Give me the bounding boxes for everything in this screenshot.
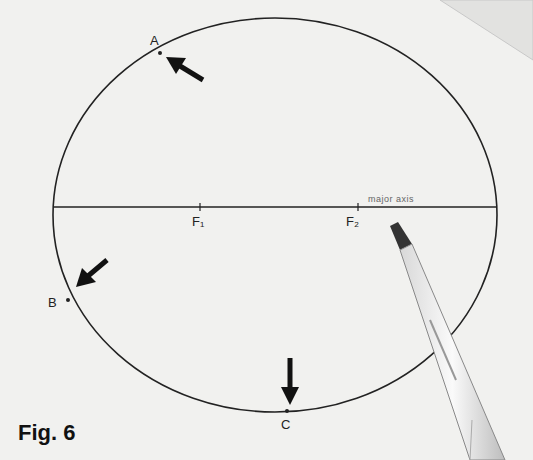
ruler-edge xyxy=(440,0,533,60)
focus-tick xyxy=(199,203,200,211)
point-label: C xyxy=(281,418,290,431)
point-label: A xyxy=(150,34,159,47)
focus-label: F₂ xyxy=(346,215,359,228)
focus-label: F₁ xyxy=(192,215,204,228)
point-label: B xyxy=(48,296,57,309)
point-dot xyxy=(66,298,70,302)
axis-label: major axis xyxy=(368,195,414,204)
ellipse-curve xyxy=(53,18,497,412)
pointer-arrows xyxy=(76,57,299,405)
point-dot xyxy=(158,51,162,55)
focus-tick xyxy=(357,203,358,211)
pen xyxy=(390,222,505,460)
point-dot xyxy=(285,409,289,413)
major-axis-line xyxy=(53,206,497,208)
figure-caption: Fig. 6 xyxy=(18,420,75,446)
